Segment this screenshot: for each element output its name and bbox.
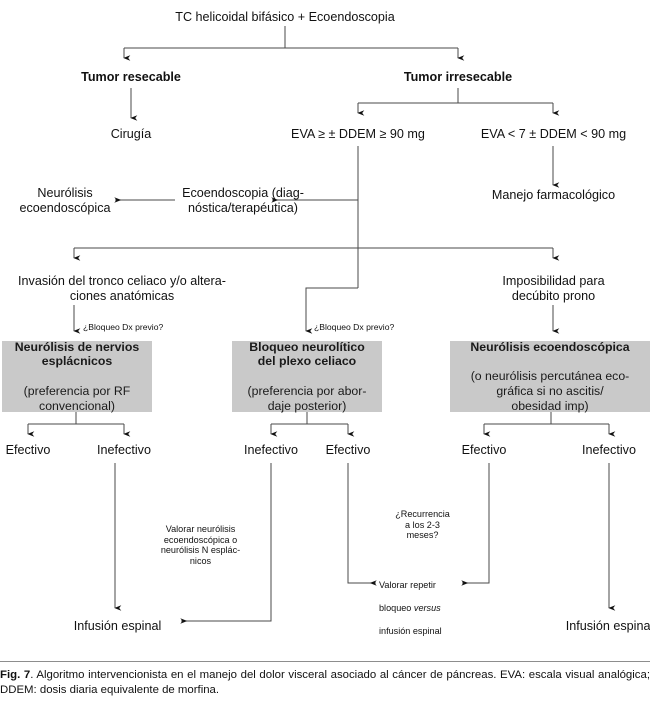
box2-sub: (preferencia por abor- daje posterior) [247, 383, 367, 413]
caption-label: Fig. 7 [0, 669, 31, 681]
annotation-recurrencia: ¿Recurrencia a los 2-3 meses? [395, 509, 450, 541]
terminal-infusion-espinal-izquierda: Infusión espinal [73, 619, 162, 633]
box1-header: Neurólisis de nervios esplácnicos [14, 339, 140, 369]
valorar-repetir-line2a: bloqueo [379, 603, 414, 614]
node-imposibilidad-decubito: Imposibilidad para decúbito prono [502, 274, 605, 303]
terminal-infusion-espinal-derecha: Infusión espinal [565, 619, 650, 633]
annotation-valorar-repetir: Valorar repetir bloqueo versus infusión … [379, 569, 465, 637]
outcome-box2-inefectivo: Inefectivo [244, 443, 298, 457]
box-neurolisis-ecoendoscopica[interactable]: Neurólisis ecoendoscópica (o neurólisis … [450, 339, 650, 413]
node-eva-bajo: EVA < 7 ± DDEM < 90 mg [480, 127, 627, 141]
node-ecoendoscopia: Ecoendoscopia (diag- nóstica/terapéutica… [182, 186, 304, 215]
valorar-repetir-line1: Valorar repetir [379, 580, 436, 591]
box3-sub: (o neurólisis percutánea eco- gráfica si… [470, 369, 630, 413]
box1-sub: (preferencia por RF convencional) [23, 383, 131, 413]
box-neurolisis-esplacnicos[interactable]: Neurólisis de nervios esplácnicos (prefe… [2, 339, 152, 413]
node-manejo-farmacologico: Manejo farmacológico [491, 188, 616, 202]
valorar-repetir-versus-italic: versus [413, 603, 441, 614]
box-bloqueo-plexo-celiaco[interactable]: Bloqueo neurolítico del plexo celiaco (p… [232, 339, 382, 413]
outcome-box1-efectivo: Efectivo [5, 443, 51, 457]
box3-header: Neurólisis ecoendoscópica [470, 339, 630, 354]
node-root: TC helicoidal bifásico + Ecoendoscopia [175, 10, 395, 24]
node-tumor-resecable: Tumor resecable [81, 70, 181, 84]
node-tumor-irresecable: Tumor irresecable [403, 70, 513, 84]
label-bloqueo-dx-previo-2: ¿Bloqueo Dx previo? [314, 322, 395, 332]
node-invasion-tronco-celiaco: Invasión del tronco celiaco y/o altera- … [18, 274, 226, 303]
caption-text: . Algoritmo intervencionista en el manej… [0, 669, 650, 697]
node-cirugia: Cirugía [110, 127, 152, 141]
node-eva-alto: EVA ≥ ± DDEM ≥ 90 mg [291, 127, 425, 141]
outcome-box2-efectivo: Efectivo [325, 443, 371, 457]
caption-divider [0, 661, 650, 662]
outcome-box3-efectivo: Efectivo [461, 443, 507, 457]
outcome-box3-inefectivo: Inefectivo [582, 443, 636, 457]
figure-caption: Fig. 7. Algoritmo intervencionista en el… [0, 668, 650, 699]
box2-header: Bloqueo neurolítico del plexo celiaco [249, 339, 365, 369]
outcome-box1-inefectivo: Inefectivo [97, 443, 151, 457]
node-neurolisis-ecoendoscopica-texto: Neurólisis ecoendoscópica [19, 186, 111, 215]
label-bloqueo-dx-previo-1: ¿Bloqueo Dx previo? [83, 322, 164, 332]
valorar-repetir-line3: infusión espinal [379, 625, 442, 636]
annotation-valorar-neurolisis: Valorar neurólisis ecoendoscópica o neur… [160, 524, 241, 567]
